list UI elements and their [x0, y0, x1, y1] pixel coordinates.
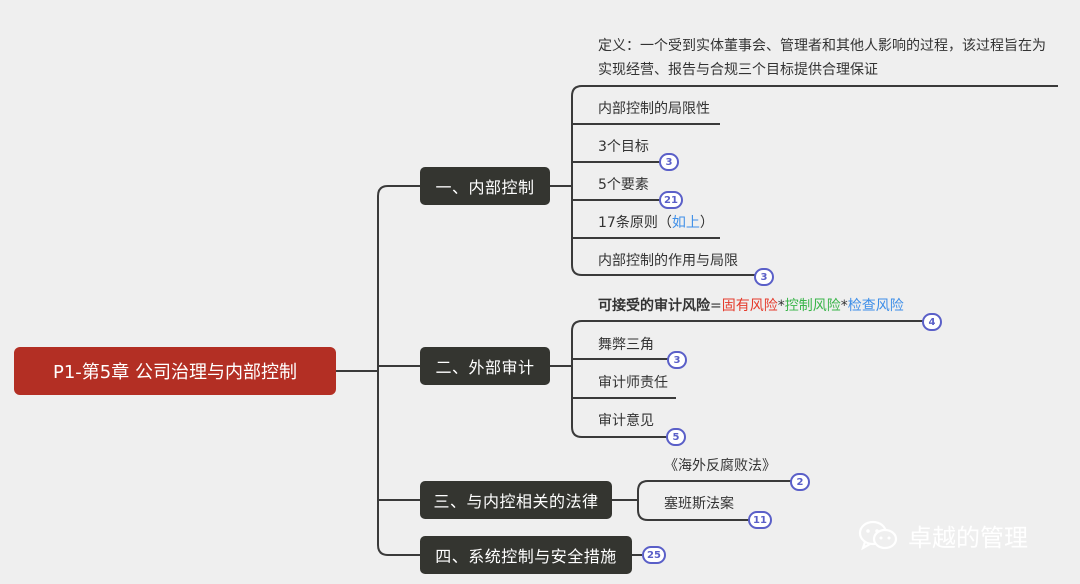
branch-internal-control[interactable]: 一、内部控制	[420, 167, 550, 205]
collapse-count-badge[interactable]: 4	[922, 313, 942, 331]
collapse-count-badge[interactable]: 2	[790, 473, 810, 491]
detection-risk: 检查风险	[847, 298, 904, 314]
collapse-count-badge[interactable]: 25	[642, 546, 666, 564]
collapse-count-badge[interactable]: 21	[659, 191, 683, 209]
audit-risk-prefix: 可接受的审计风险	[598, 298, 710, 314]
leaf-audit-opinion[interactable]: 审计意见	[598, 413, 654, 429]
principles-label: 17条原则（	[598, 215, 672, 231]
leaf-elements[interactable]: 5个要素	[598, 177, 649, 193]
audit-risk-eq: =	[710, 298, 722, 314]
branch-related-laws[interactable]: 三、与内控相关的法律	[420, 481, 612, 519]
control-risk: 控制风险	[784, 298, 841, 314]
leaf-limitations[interactable]: 内部控制的局限性	[598, 101, 710, 117]
leaf-sox[interactable]: 塞班斯法案	[664, 496, 734, 512]
audit-risk-op2: *	[840, 298, 848, 314]
leaf-principles[interactable]: 17条原则（如上）	[598, 211, 714, 235]
collapse-count-badge[interactable]: 3	[659, 153, 679, 171]
watermark-text: 卓越的管理	[908, 524, 1028, 552]
principles-suffix: ）	[699, 215, 714, 231]
root-topic[interactable]: P1-第5章 公司治理与内部控制	[14, 347, 336, 395]
leaf-role-and-limits[interactable]: 内部控制的作用与局限	[598, 253, 738, 269]
leaf-audit-risk[interactable]: 可接受的审计风险=固有风险*控制风险*检查风险	[598, 294, 904, 318]
leaf-objectives[interactable]: 3个目标	[598, 139, 649, 155]
branch-system-controls[interactable]: 四、系统控制与安全措施	[420, 536, 632, 574]
leaf-fcpa[interactable]: 《海外反腐败法》	[664, 458, 776, 474]
leaf-definition[interactable]: 定义：一个受到实体董事会、管理者和其他人影响的过程，该过程旨在为实现经营、报告与…	[598, 38, 1046, 78]
collapse-count-badge[interactable]: 3	[754, 268, 774, 286]
leaf-auditor-duty[interactable]: 审计师责任	[598, 375, 668, 391]
audit-risk-op1: *	[777, 298, 785, 314]
wechat-watermark: 卓越的管理	[858, 518, 1028, 553]
inherent-risk: 固有风险	[721, 298, 778, 314]
collapse-count-badge[interactable]: 5	[666, 428, 686, 446]
branch-external-audit[interactable]: 二、外部审计	[420, 347, 550, 385]
principles-link[interactable]: 如上	[671, 215, 700, 231]
leaf-fraud-triangle[interactable]: 舞弊三角	[598, 337, 654, 353]
wechat-icon	[858, 520, 898, 550]
collapse-count-badge[interactable]: 11	[748, 511, 772, 529]
collapse-count-badge[interactable]: 3	[667, 351, 687, 369]
